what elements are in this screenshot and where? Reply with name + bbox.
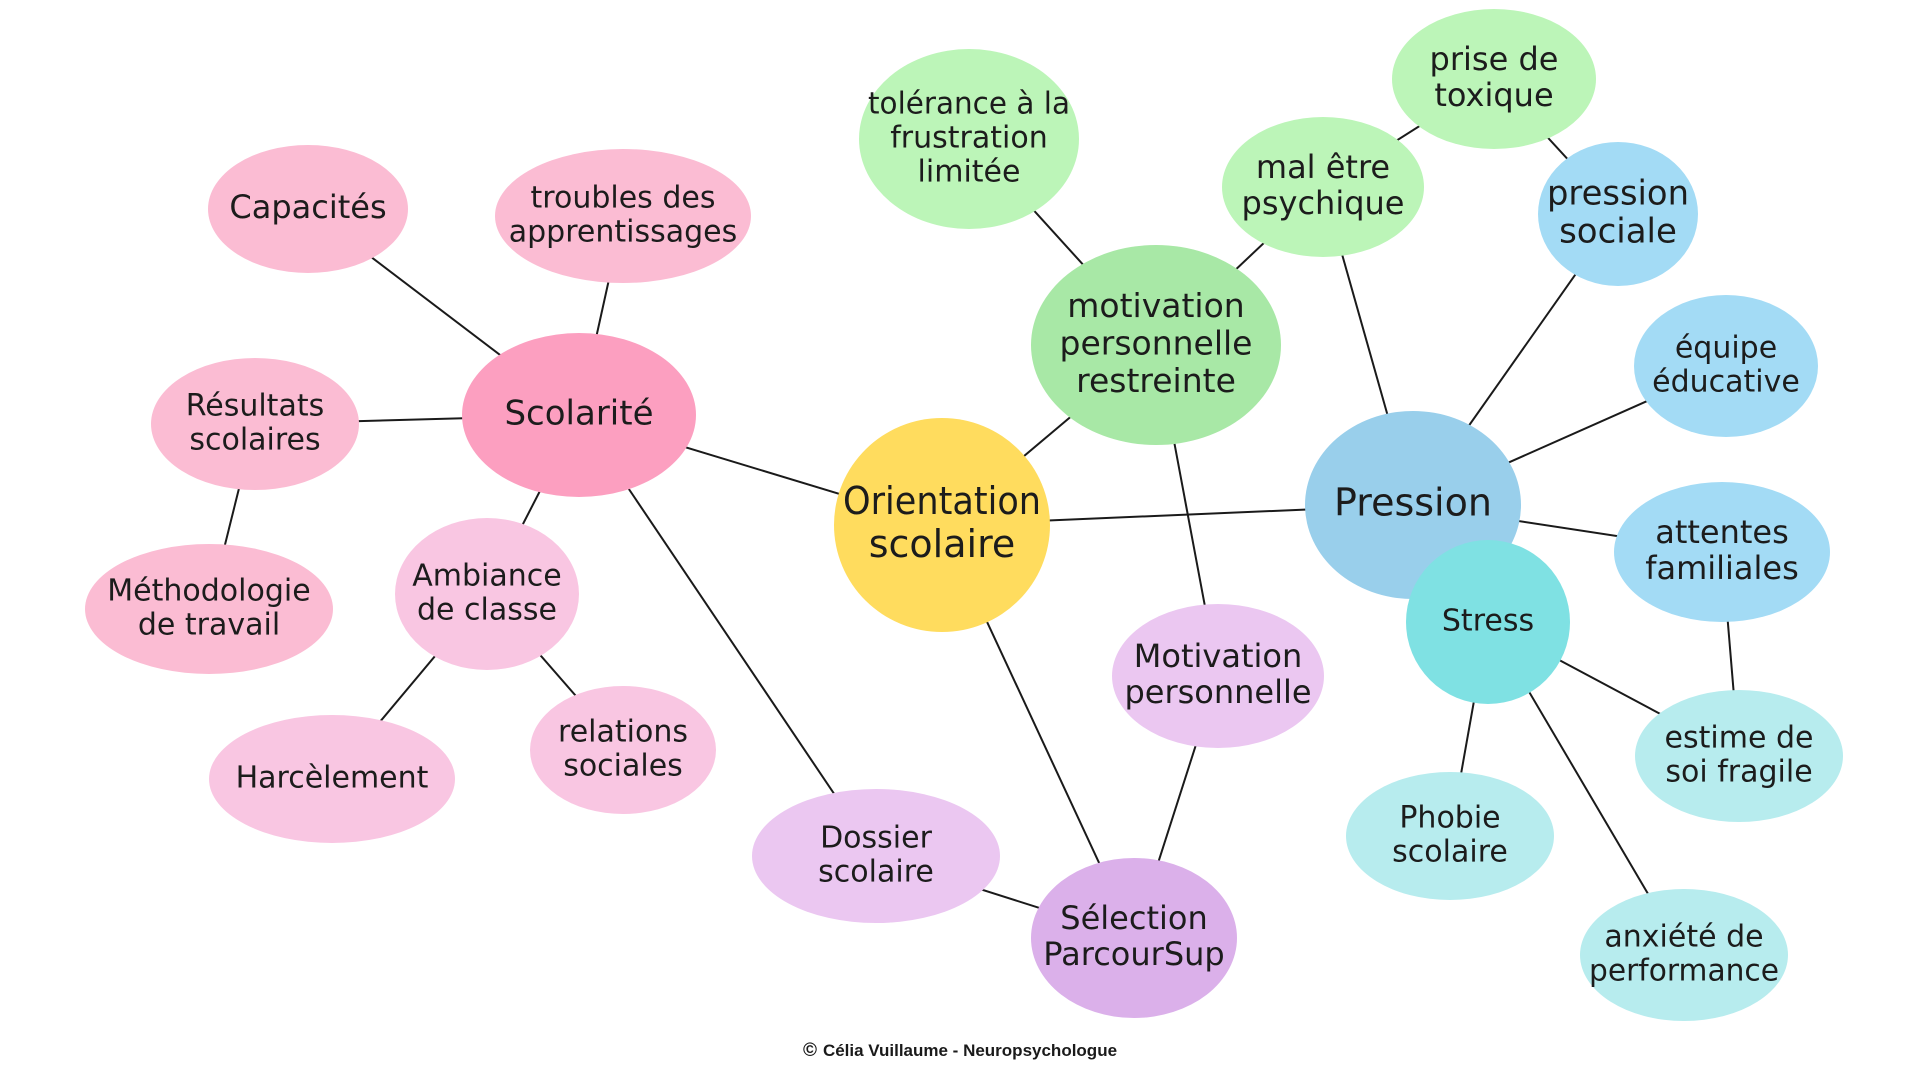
node-bubble xyxy=(1538,142,1698,286)
node-bubble xyxy=(1614,482,1830,622)
node-stress: Stress xyxy=(1406,540,1570,704)
node-label: prise de xyxy=(1430,40,1559,78)
node-label: familiales xyxy=(1645,549,1799,587)
node-label: estime de xyxy=(1665,721,1814,756)
node-label: toxique xyxy=(1434,76,1553,114)
node-bubble xyxy=(859,49,1079,229)
node-bubble xyxy=(1635,690,1843,822)
node-label: Résultats xyxy=(186,389,324,424)
node-label: performance xyxy=(1589,953,1779,988)
node-label: Scolarité xyxy=(504,394,653,434)
node-bubble xyxy=(834,418,1050,632)
node-label: tolérance à la xyxy=(868,87,1070,122)
credit-text: Célia Vuillaume - Neuropsychologue xyxy=(822,1041,1118,1060)
node-bubble xyxy=(151,358,359,490)
node-scolarite: Scolarité xyxy=(462,333,696,497)
node-label: de classe xyxy=(417,592,557,627)
node-label: frustration xyxy=(890,121,1048,156)
node-label: sociales xyxy=(563,748,683,783)
node-bubble xyxy=(1222,117,1424,257)
node-label: de travail xyxy=(138,607,280,642)
node-label: psychique xyxy=(1242,184,1405,222)
node-label: Ambiance xyxy=(412,559,561,594)
node-label: soi fragile xyxy=(1665,754,1812,789)
node-bubble xyxy=(1346,772,1554,900)
node-bubble xyxy=(1406,540,1570,704)
node-label: relations xyxy=(558,715,688,750)
node-label: éducative xyxy=(1652,364,1800,399)
node-label: scolaire xyxy=(869,522,1016,566)
node-label: Pression xyxy=(1334,481,1492,525)
node-label: équipe xyxy=(1675,331,1777,366)
node-bubble xyxy=(752,789,1000,923)
node-bubble xyxy=(395,518,579,670)
node-bubble xyxy=(209,715,455,843)
node-label: limitée xyxy=(918,154,1021,189)
node-bubble xyxy=(1031,858,1237,1018)
node-label: Phobie xyxy=(1399,801,1500,836)
node-label: scolaire xyxy=(818,854,934,889)
node-label: pression xyxy=(1547,173,1689,213)
node-bubble xyxy=(1580,889,1788,1021)
node-label: restreinte xyxy=(1076,361,1236,400)
node-label: mal être xyxy=(1256,148,1390,186)
node-label: personnelle xyxy=(1124,673,1311,711)
node-label: Méthodologie xyxy=(107,574,310,609)
copyright-icon: © xyxy=(802,1040,817,1061)
node-label: Orientation xyxy=(843,479,1041,523)
node-label: Stress xyxy=(1442,604,1534,639)
node-bubble xyxy=(1031,245,1281,445)
node-label: scolaires xyxy=(189,422,320,457)
node-bubble xyxy=(208,145,408,273)
node-bubble xyxy=(1112,604,1324,748)
node-harcelement: Harcèlement xyxy=(209,715,455,843)
node-label: troubles des xyxy=(531,181,716,216)
node-bubble xyxy=(462,333,696,497)
node-label: Dossier xyxy=(820,821,933,856)
node-label: sociale xyxy=(1559,212,1677,252)
node-label: ParcourSup xyxy=(1043,935,1224,973)
node-label: Harcèlement xyxy=(236,761,429,796)
node-label: Capacités xyxy=(229,188,386,226)
node-bubble xyxy=(530,686,716,814)
node-bubble xyxy=(1634,295,1818,437)
node-capacites: Capacités xyxy=(208,145,408,273)
node-bubble xyxy=(495,149,751,283)
node-bubble xyxy=(1392,9,1596,149)
node-label: personnelle xyxy=(1060,324,1253,363)
node-label: Motivation xyxy=(1134,637,1302,675)
credit-footer: © Célia Vuillaume - Neuropsychologue xyxy=(0,1040,1920,1062)
node-label: motivation xyxy=(1067,286,1244,325)
node-label: apprentissages xyxy=(509,214,738,249)
node-bubble xyxy=(85,544,333,674)
node-label: attentes xyxy=(1655,513,1789,551)
node-label: anxiété de xyxy=(1604,920,1763,955)
node-label: Sélection xyxy=(1060,899,1207,937)
node-label: scolaire xyxy=(1392,834,1508,869)
